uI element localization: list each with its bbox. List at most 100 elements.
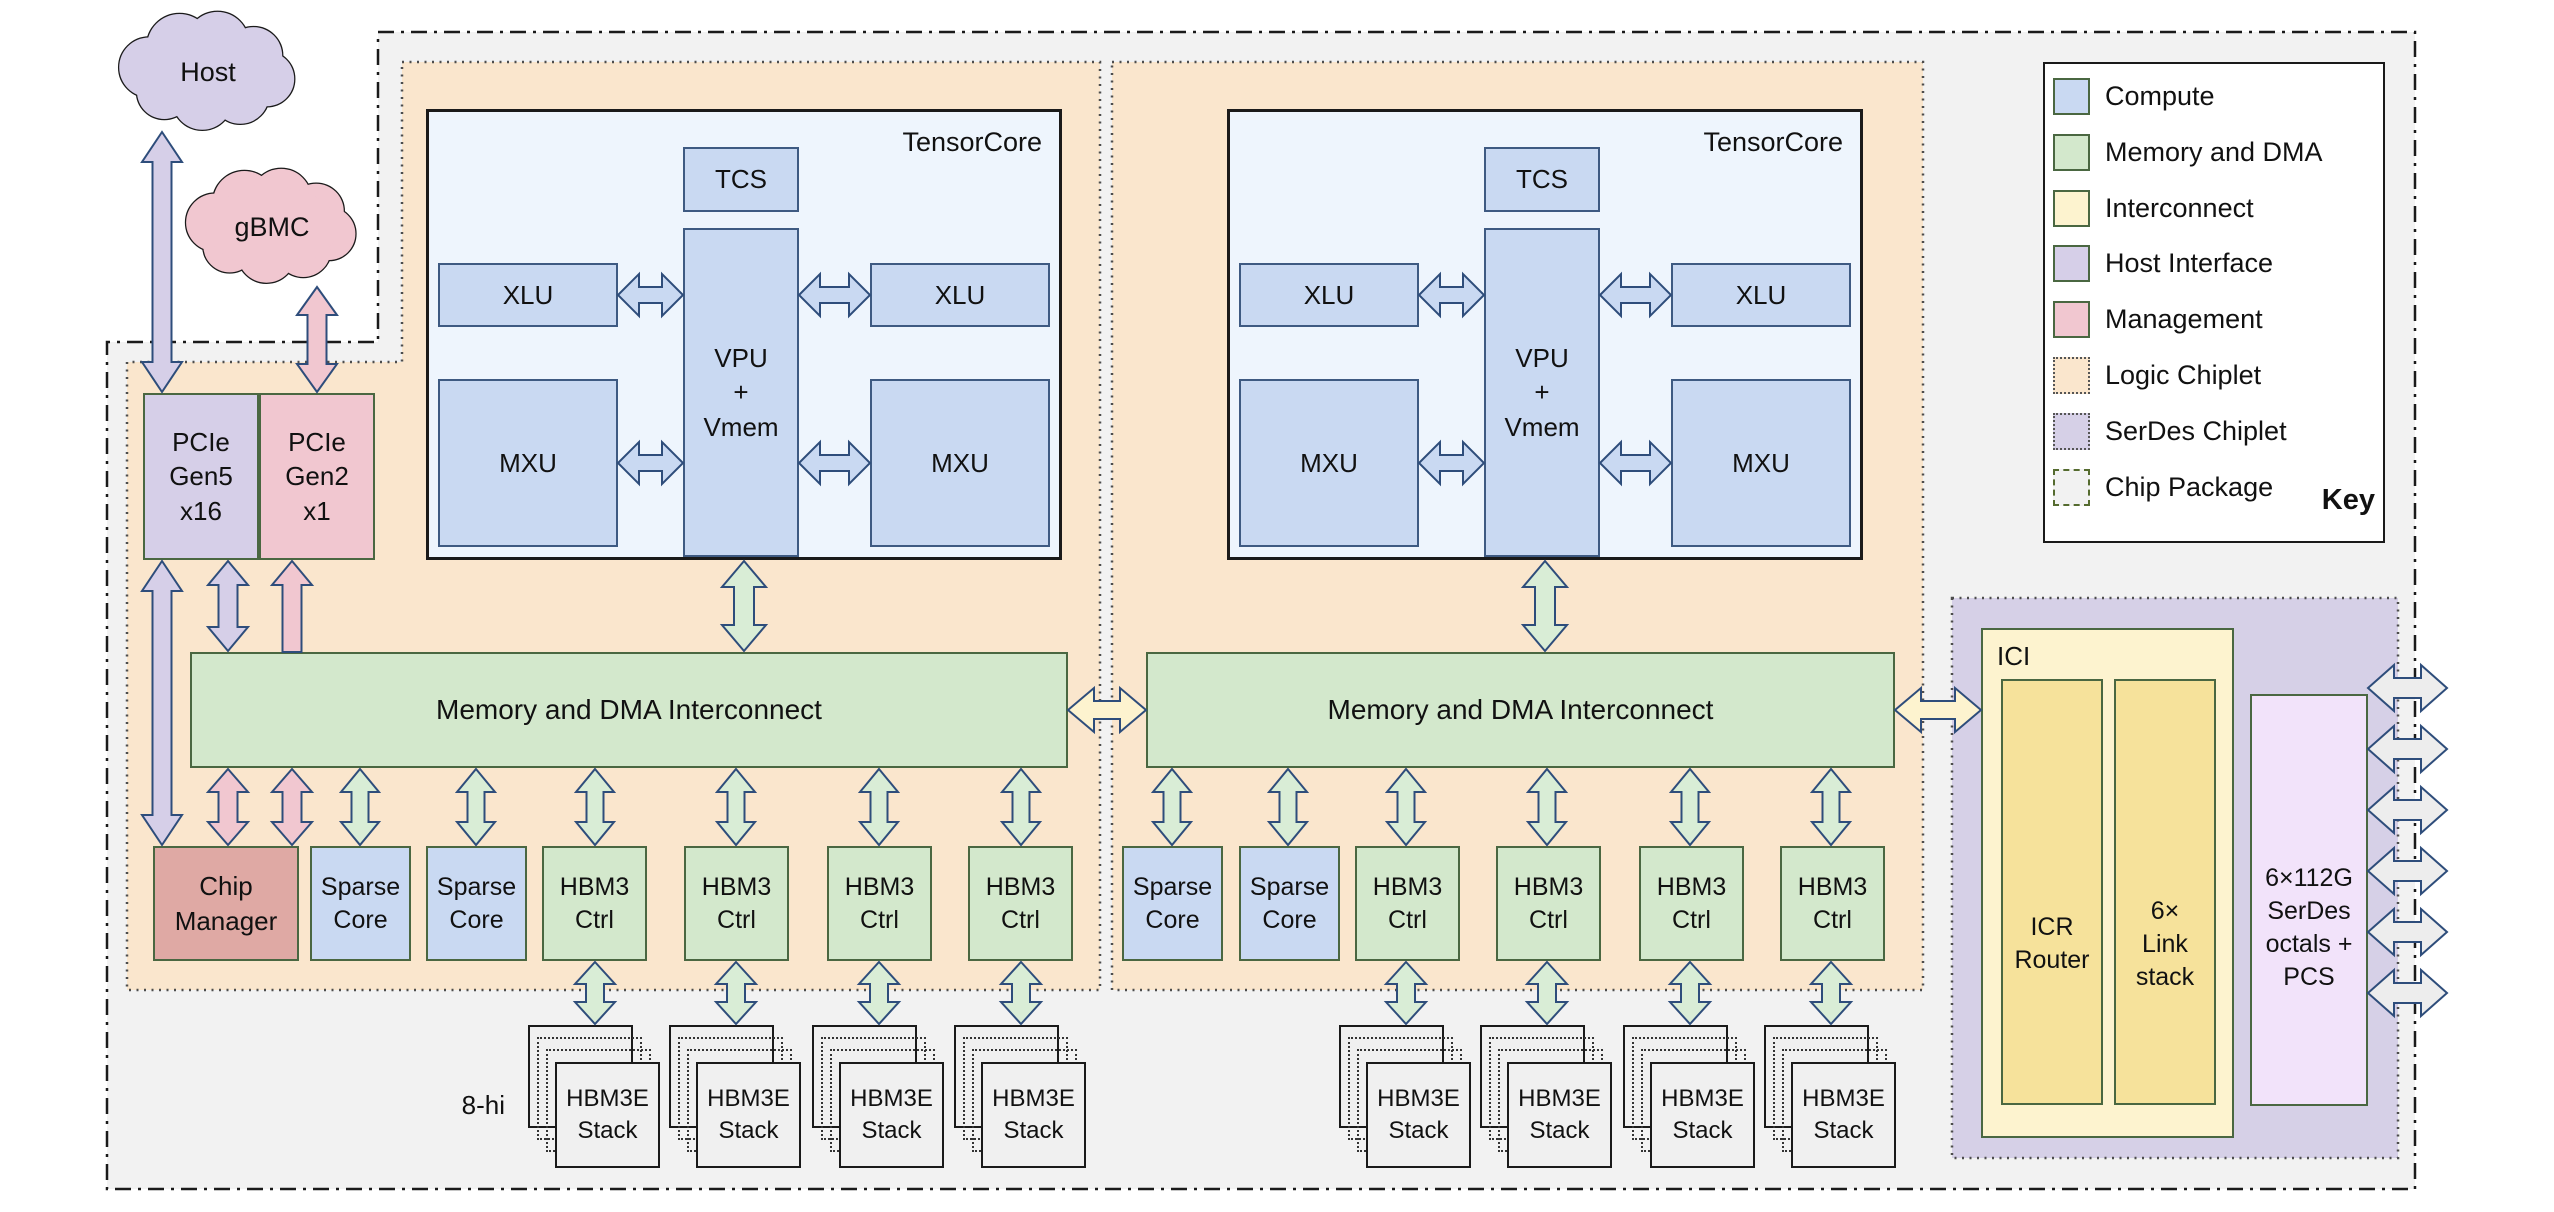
key-swatch-interconnect: [2053, 189, 2090, 227]
chip-manager-block-label: Chip Manager: [174, 871, 278, 936]
hbm3-ctrl-block-label: HBM3 Ctrl: [701, 872, 772, 934]
memory-dma-interconnect-1-label: Memory and DMA Interconnect: [436, 693, 822, 725]
mxu-block-2-left: MXU: [1239, 379, 1419, 547]
hbm3-ctrl-block-label: HBM3 Ctrl: [1797, 872, 1868, 934]
icr-router-block-label: ICR Router: [2014, 913, 2090, 974]
sparse-core-block-2a: Sparse Core: [1122, 846, 1223, 961]
xlu-block-1-left-label: XLU: [502, 279, 554, 310]
hbm3-ctrl-block-label: HBM3 Ctrl: [985, 872, 1056, 934]
key-item-label: Chip Package: [2105, 471, 2274, 502]
vpu-vmem-block-2: VPU + Vmem: [1484, 228, 1600, 557]
hbm3-ctrl-block: HBM3 Ctrl: [1639, 846, 1744, 961]
hbm3e-stack-front: HBM3E Stack: [839, 1062, 944, 1168]
mxu-block-1-right-label: MXU: [931, 447, 989, 478]
mxu-block-1-left: MXU: [438, 379, 618, 547]
key-item-label: Memory and DMA: [2105, 136, 2323, 167]
serdes-octals-block: 6×112G SerDes octals + PCS: [2250, 694, 2368, 1106]
sparse-core-block-1b: Sparse Core: [426, 846, 527, 961]
sparse-core-block-2a-label: Sparse Core: [1132, 872, 1213, 934]
link-stack-block-label: 6× Link stack: [2135, 896, 2195, 991]
mxu-block-1-right: MXU: [870, 379, 1050, 547]
hbm3e-stack-front-label: HBM3E Stack: [1377, 1085, 1460, 1144]
link-stack-block: 6× Link stack: [2114, 679, 2216, 1105]
hbm3-ctrl-block: HBM3 Ctrl: [1355, 846, 1460, 961]
key-swatch-serdes-chiplet: [2053, 412, 2090, 450]
tcs-block-1: TCS: [683, 147, 799, 212]
hbm3-ctrl-block: HBM3 Ctrl: [542, 846, 647, 961]
key-item-label: Compute: [2105, 81, 2215, 111]
hbm3-ctrl-block-label: HBM3 Ctrl: [559, 872, 630, 934]
hbm3-ctrl-block: HBM3 Ctrl: [827, 846, 932, 961]
hbm3e-stack-front-label: HBM3E Stack: [1661, 1085, 1744, 1144]
mxu-block-1-left-label: MXU: [499, 447, 557, 478]
tcs-block-2-label: TCS: [1516, 164, 1568, 195]
hbm3e-stack-front-label: HBM3E Stack: [850, 1085, 933, 1144]
vpu-vmem-block-1-label: VPU + Vmem: [703, 343, 779, 442]
hbm3e-stack-front-label: HBM3E Stack: [992, 1085, 1075, 1144]
xlu-block-2-left-label: XLU: [1303, 279, 1355, 310]
hbm3e-stack-front: HBM3E Stack: [1791, 1062, 1896, 1168]
key-item-label: Interconnect: [2105, 192, 2254, 223]
vpu-vmem-block-2-label: VPU + Vmem: [1504, 343, 1580, 442]
hbm3e-stack-front-label: HBM3E Stack: [566, 1085, 649, 1144]
stack-height-label: 8-hi: [461, 1090, 505, 1120]
hbm3-ctrl-block: HBM3 Ctrl: [1496, 846, 1601, 961]
key-title: Key: [2321, 484, 2375, 516]
hbm3e-stack-front: HBM3E Stack: [555, 1062, 660, 1168]
mxu-block-2-right-label: MXU: [1732, 447, 1790, 478]
hbm3-ctrl-block-label: HBM3 Ctrl: [1513, 872, 1584, 934]
sparse-core-block-2b: Sparse Core: [1239, 846, 1340, 961]
sparse-core-block-2b-label: Sparse Core: [1249, 872, 1330, 934]
vpu-vmem-block-1: VPU + Vmem: [683, 228, 799, 557]
memory-dma-interconnect-1: Memory and DMA Interconnect: [190, 652, 1068, 768]
pcie-gen5-block-label: PCIe Gen5 x16: [169, 427, 233, 526]
xlu-block-2-left: XLU: [1239, 263, 1419, 327]
memory-dma-interconnect-2: Memory and DMA Interconnect: [1146, 652, 1895, 768]
serdes-octals-block-label: 6×112G SerDes octals + PCS: [2265, 864, 2353, 991]
gbmc-cloud: [184, 167, 357, 284]
gbmc-cloud-label: gBMC: [234, 212, 310, 242]
key-box: [2043, 62, 2385, 543]
key-swatch-memory: [2053, 133, 2090, 171]
hbm3-ctrl-block-label: HBM3 Ctrl: [844, 872, 915, 934]
ici-title: ICI: [1997, 641, 2031, 671]
key-item-label: SerDes Chiplet: [2105, 415, 2287, 446]
hbm3-ctrl-block-label: HBM3 Ctrl: [1656, 872, 1727, 934]
hbm3-ctrl-block-label: HBM3 Ctrl: [1372, 872, 1443, 934]
hbm3e-stack-front-label: HBM3E Stack: [707, 1085, 790, 1144]
xlu-block-1-left: XLU: [438, 263, 618, 327]
memory-dma-interconnect-2-label: Memory and DMA Interconnect: [1327, 693, 1714, 725]
tcs-block-2: TCS: [1484, 147, 1600, 212]
icr-router-block: ICR Router: [2001, 679, 2103, 1105]
hbm3e-stack-front-label: HBM3E Stack: [1802, 1085, 1885, 1144]
key-item-label: Logic Chiplet: [2105, 360, 2262, 390]
xlu-block-1-right: XLU: [870, 263, 1050, 327]
xlu-block-2-right: XLU: [1671, 263, 1851, 327]
key-swatch-compute: [2053, 78, 2090, 115]
chip-manager-block: Chip Manager: [153, 846, 299, 961]
xlu-block-2-right-label: XLU: [1735, 279, 1787, 310]
key-swatch-management: [2053, 301, 2090, 339]
sparse-core-block-1a-label: Sparse Core: [320, 872, 401, 934]
pcie-gen5-block: PCIe Gen5 x16: [143, 393, 259, 560]
sparse-core-block-1a: Sparse Core: [310, 846, 411, 961]
key-swatch-chip-package: [2053, 468, 2090, 506]
key-item-label: Host Interface: [2105, 248, 2274, 279]
hbm3e-stack-front-label: HBM3E Stack: [1518, 1085, 1601, 1144]
hbm3e-stack-front: HBM3E Stack: [1650, 1062, 1755, 1168]
hbm3e-stack-front: HBM3E Stack: [1507, 1062, 1612, 1168]
tensorcore-1-title: TensorCore: [902, 127, 1042, 157]
hbm3e-stack-front: HBM3E Stack: [981, 1062, 1086, 1168]
pcie-gen2-block: PCIe Gen2 x1: [259, 393, 375, 560]
host-cloud: [117, 10, 296, 131]
pcie-gen2-block-label: PCIe Gen2 x1: [285, 427, 349, 526]
tensorcore-2-title: TensorCore: [1703, 127, 1843, 157]
tcs-block-1-label: TCS: [715, 164, 767, 195]
hbm3-ctrl-block: HBM3 Ctrl: [1780, 846, 1885, 961]
sparse-core-block-1b-label: Sparse Core: [436, 872, 517, 934]
hbm3e-stack-front: HBM3E Stack: [696, 1062, 801, 1168]
host-cloud-label: Host: [180, 57, 236, 87]
key-item-label: Management: [2105, 304, 2263, 335]
key-swatch-host: [2053, 245, 2090, 283]
